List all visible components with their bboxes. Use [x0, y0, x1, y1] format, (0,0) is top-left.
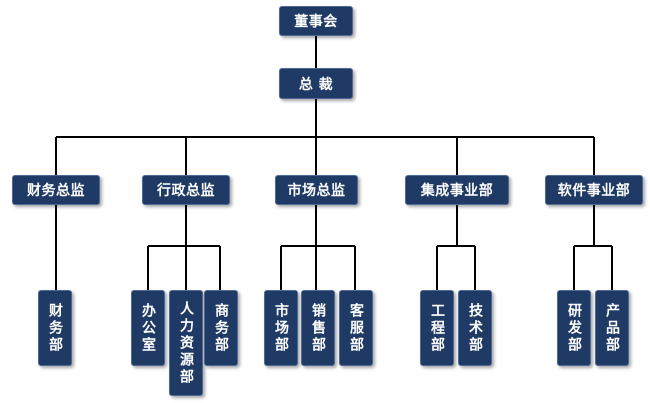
- node-dept-rnd: 研发部: [557, 290, 591, 366]
- node-division-integration: 集成事业部: [405, 175, 509, 205]
- node-dept-hr: 人力资源部: [169, 290, 203, 396]
- node-dept-product: 产品部: [595, 290, 629, 366]
- node-ceo: 总 裁: [279, 68, 353, 99]
- node-division-market: 市场总监: [275, 175, 358, 205]
- node-dept-finance: 财务部: [38, 290, 72, 366]
- node-dept-business: 商务部: [204, 290, 238, 366]
- node-dept-technology: 技术部: [458, 290, 492, 366]
- node-division-finance: 财务总监: [12, 175, 100, 205]
- node-division-admin: 行政总监: [142, 175, 230, 205]
- node-dept-sales: 销售部: [301, 290, 335, 366]
- node-board: 董事会: [279, 6, 353, 36]
- node-dept-marketing: 市场部: [264, 290, 298, 366]
- node-division-software: 软件事业部: [545, 175, 643, 205]
- node-dept-service: 客服部: [339, 290, 373, 366]
- node-dept-engineering: 工程部: [420, 290, 454, 366]
- node-dept-office: 办公室: [131, 290, 165, 366]
